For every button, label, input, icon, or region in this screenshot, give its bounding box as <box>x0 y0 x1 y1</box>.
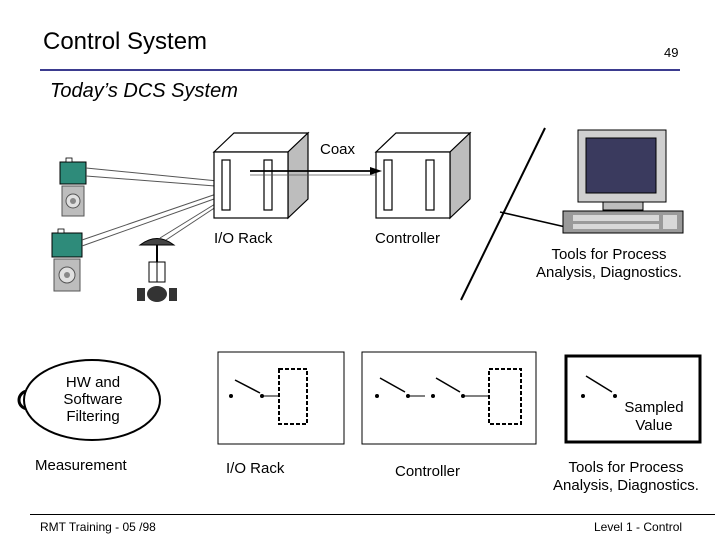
coax-label: Coax <box>320 141 356 158</box>
filter-label-line3: Filtering <box>66 408 120 425</box>
coax-cable <box>250 167 382 176</box>
transmitter-icon <box>51 228 83 292</box>
bottom-tools-line2: Analysis, Diagnostics. <box>553 477 699 494</box>
controller-switch-2 <box>431 377 488 398</box>
sampled-value-label: Sampled Value <box>616 399 692 435</box>
bottom-tools-line1: Tools for Process <box>568 459 684 476</box>
filter-label: HW and Software Filtering <box>52 374 134 425</box>
filter-ellipse <box>23 359 161 441</box>
io-rack-switch <box>229 379 278 398</box>
header-rule <box>40 69 680 71</box>
io-rack-hold-buffer <box>278 368 308 425</box>
network-bus <box>460 127 546 301</box>
tools-label-line2: Analysis, Diagnostics. <box>536 264 682 281</box>
sampled-value-line2: Value <box>635 417 673 434</box>
slide-title: Control System <box>43 28 208 55</box>
footer-right: Level 1 - Control <box>594 520 683 534</box>
workstation-link <box>499 211 571 229</box>
tools-label-line1: Tools for Process <box>551 246 667 263</box>
controller-cabinet <box>374 131 472 220</box>
field-wiring <box>81 167 229 247</box>
bottom-controller-label: Controller <box>395 463 461 480</box>
control-valve-icon <box>137 238 177 302</box>
controller-switch-1 <box>375 377 425 398</box>
transmitter-icon <box>59 157 87 217</box>
filter-label-line1: HW and <box>65 374 121 391</box>
io-rack-block <box>217 351 345 445</box>
workstation-icon <box>562 129 684 234</box>
footer-rule <box>30 514 715 515</box>
controller-block <box>361 351 537 445</box>
io-rack-label: I/O Rack <box>214 230 273 247</box>
footer-left: RMT Training - 05 /98 <box>40 520 156 534</box>
tools-block <box>564 354 702 444</box>
measurement-label: Measurement <box>35 457 127 474</box>
tools-switch <box>581 375 617 398</box>
filter-label-line2: Software <box>63 391 123 408</box>
controller-label: Controller <box>375 230 441 247</box>
tools-label: Tools for Process Analysis, Diagnostics. <box>520 246 698 282</box>
bottom-io-rack-label: I/O Rack <box>226 460 285 477</box>
io-rack-cabinet <box>212 131 310 220</box>
bottom-tools-label: Tools for Process Analysis, Diagnostics. <box>536 459 716 495</box>
slide-subtitle: Today’s DCS System <box>50 80 238 102</box>
sampled-value-line1: Sampled <box>624 399 684 416</box>
slide-number: 49 <box>664 45 679 60</box>
controller-hold-buffer <box>488 368 522 425</box>
